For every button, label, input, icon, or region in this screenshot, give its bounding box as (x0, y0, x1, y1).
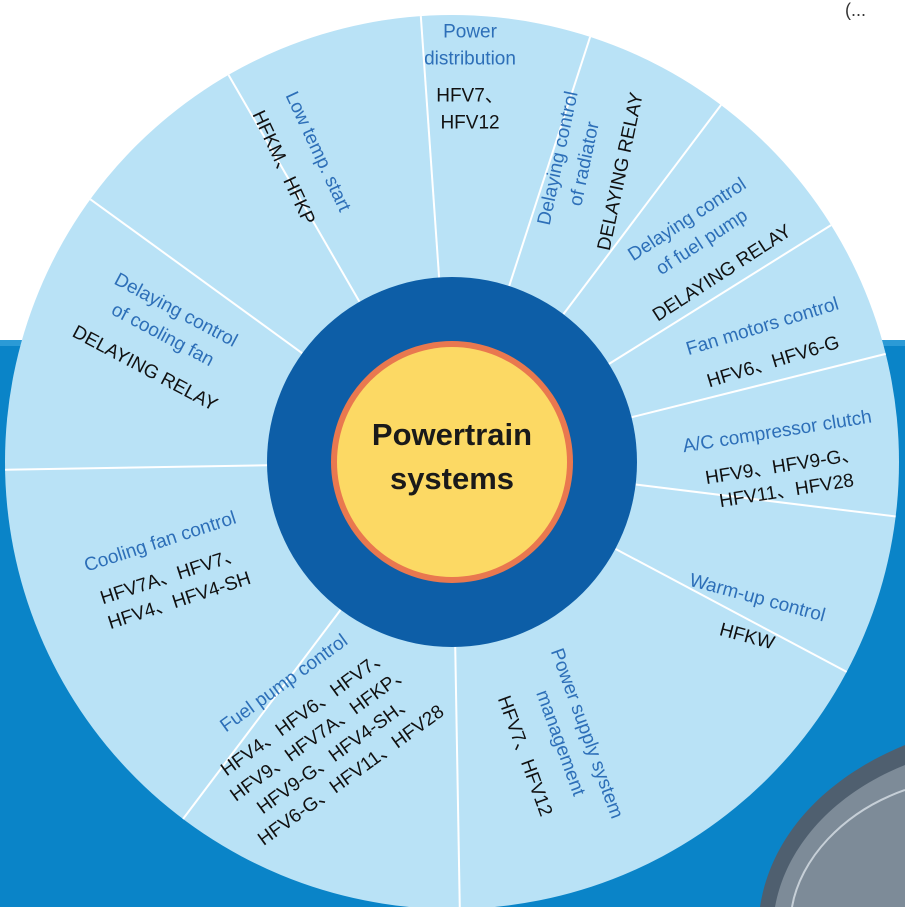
segment-models: HFV7、 (436, 86, 504, 107)
segment-models: HFV12 (440, 113, 499, 134)
segment-title: distribution (424, 49, 516, 70)
car-part-image (760, 745, 905, 907)
divider-line (562, 104, 722, 315)
divider-line (608, 224, 832, 365)
divider-line (454, 646, 461, 907)
center-title-line2: systems (390, 461, 514, 496)
divider-line (182, 609, 342, 820)
divider-line (89, 198, 303, 355)
center-title-line1: Powertrain (372, 417, 532, 452)
divider-line (508, 36, 592, 287)
divider-line (614, 547, 848, 673)
divider-line (419, 16, 441, 278)
divider-line (631, 352, 886, 419)
corner-text: (... (845, 0, 866, 20)
divider-line (227, 74, 361, 303)
center-disc (337, 347, 567, 577)
divider-line (5, 464, 268, 471)
divider-line (635, 483, 896, 518)
segment-dividers (5, 16, 896, 907)
segment-title: Power (443, 22, 498, 43)
